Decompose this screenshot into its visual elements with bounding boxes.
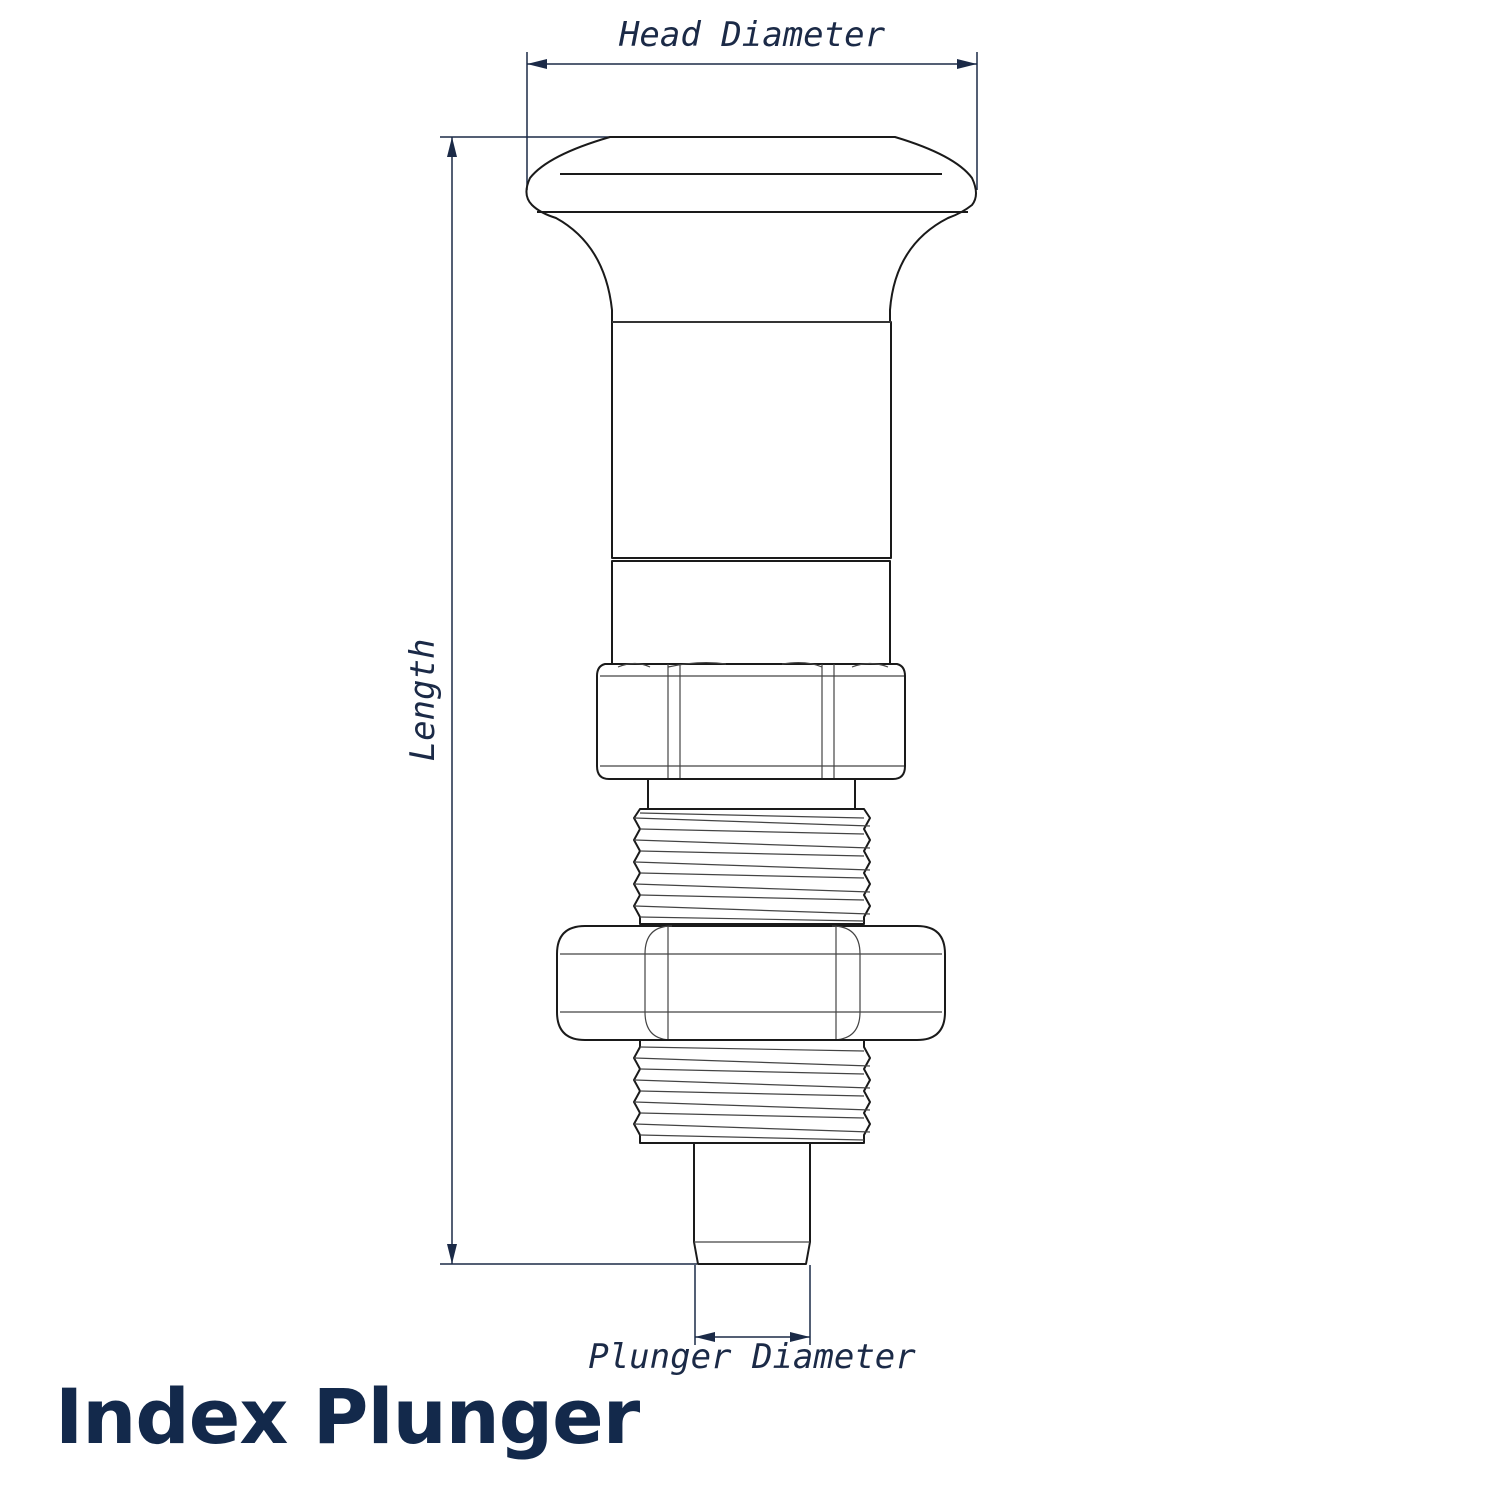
head-diameter-label: Head Diameter (618, 15, 886, 55)
knob-head (525, 136, 977, 323)
lock-nut (556, 925, 946, 1041)
plunger-pin (693, 1142, 811, 1265)
upper-hex-nut (596, 661, 906, 780)
length-label: Length (403, 639, 443, 762)
lower-thread (633, 1039, 871, 1144)
neck (647, 778, 856, 810)
shaft-upper (611, 321, 892, 559)
collar (611, 560, 891, 665)
upper-thread (633, 808, 871, 925)
page-title: Index Plunger (55, 1372, 640, 1461)
head-diameter-dimension: Head Diameter (526, 15, 978, 190)
plunger-diameter-label: Plunger Diameter (588, 1337, 916, 1377)
length-dimension: Length (403, 136, 697, 1265)
plunger-diameter-dimension: Plunger Diameter (588, 1265, 916, 1377)
